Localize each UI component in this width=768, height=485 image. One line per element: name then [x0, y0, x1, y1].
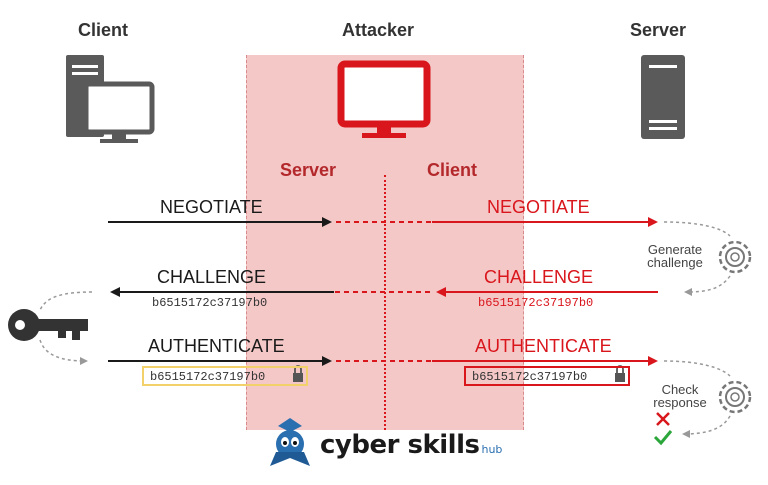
check-note-line1: Check [661, 382, 699, 397]
check-gear-icon [663, 360, 752, 438]
generate-gear-icon [663, 221, 752, 296]
challenge-hash-attacker: b6515172c37197b0 [478, 296, 594, 310]
authenticate-label-client: AUTHENTICATE [148, 336, 285, 356]
attacker-server-role: Server [280, 160, 337, 180]
attacker-monitor-icon [337, 60, 431, 138]
fail-x-icon [656, 412, 670, 426]
challenge-hash-client: b6515172c37197b0 [152, 296, 268, 310]
check-note-line2: response [653, 395, 707, 410]
authenticate-label-attacker: AUTHENTICATE [475, 336, 612, 356]
generate-note-line2: challenge [647, 255, 703, 270]
attacker-zone-right-border [523, 55, 524, 430]
negotiate-label-attacker: NEGOTIATE [487, 197, 590, 217]
hash-box-client [142, 366, 308, 386]
attacker-client-role: Client [427, 160, 478, 180]
attacker-zone-divider [384, 175, 386, 430]
negotiate-label-client: NEGOTIATE [160, 197, 263, 217]
challenge-label-attacker: CHALLENGE [484, 267, 594, 287]
success-check-icon [653, 430, 673, 446]
hash-box-client-value: b6515172c37197b0 [150, 370, 266, 384]
brand-suffix: hub [481, 443, 503, 456]
generate-note-line1: Generate [647, 242, 703, 257]
attacker-heading: Attacker [342, 20, 415, 40]
brand-mascot-icon [270, 418, 310, 466]
hash-box-attacker [464, 366, 630, 386]
client-heading: Client [78, 20, 129, 40]
server-tower-icon [641, 55, 685, 139]
key-icon [8, 291, 93, 365]
brand-name: cyber skills [320, 430, 480, 460]
server-heading: Server [630, 20, 687, 40]
client-computer-icon [66, 55, 155, 143]
challenge-label-client: CHALLENGE [157, 267, 267, 287]
hash-box-attacker-value: b6515172c37197b0 [472, 370, 588, 384]
generate-challenge-note: Generate challenge [640, 243, 710, 269]
check-response-note: Check response [644, 383, 716, 409]
attacker-zone-left-border [246, 55, 247, 430]
